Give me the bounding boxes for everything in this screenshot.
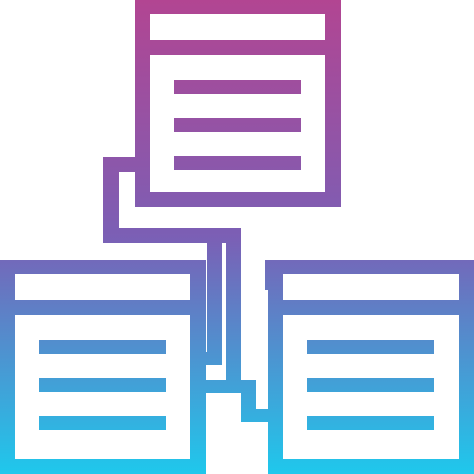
text-line bbox=[307, 378, 434, 392]
connector-segment bbox=[103, 157, 119, 243]
text-line bbox=[174, 118, 301, 132]
connector-segment bbox=[103, 228, 241, 243]
document-frame bbox=[0, 260, 206, 474]
document-frame bbox=[268, 260, 474, 474]
connector-segment bbox=[241, 409, 275, 422]
connector-group bbox=[103, 157, 280, 422]
text-line bbox=[39, 416, 166, 430]
text-line bbox=[307, 416, 434, 430]
document-left bbox=[0, 260, 206, 474]
text-line bbox=[174, 156, 301, 170]
connector-segment bbox=[226, 228, 241, 391]
text-line bbox=[39, 340, 166, 354]
text-line bbox=[307, 340, 434, 354]
document-top bbox=[135, 0, 341, 207]
connector-segment bbox=[199, 380, 241, 393]
text-line bbox=[174, 80, 301, 94]
text-line bbox=[39, 378, 166, 392]
document-right bbox=[268, 260, 474, 474]
connector-segment bbox=[207, 243, 222, 365]
document-frame bbox=[135, 0, 341, 207]
